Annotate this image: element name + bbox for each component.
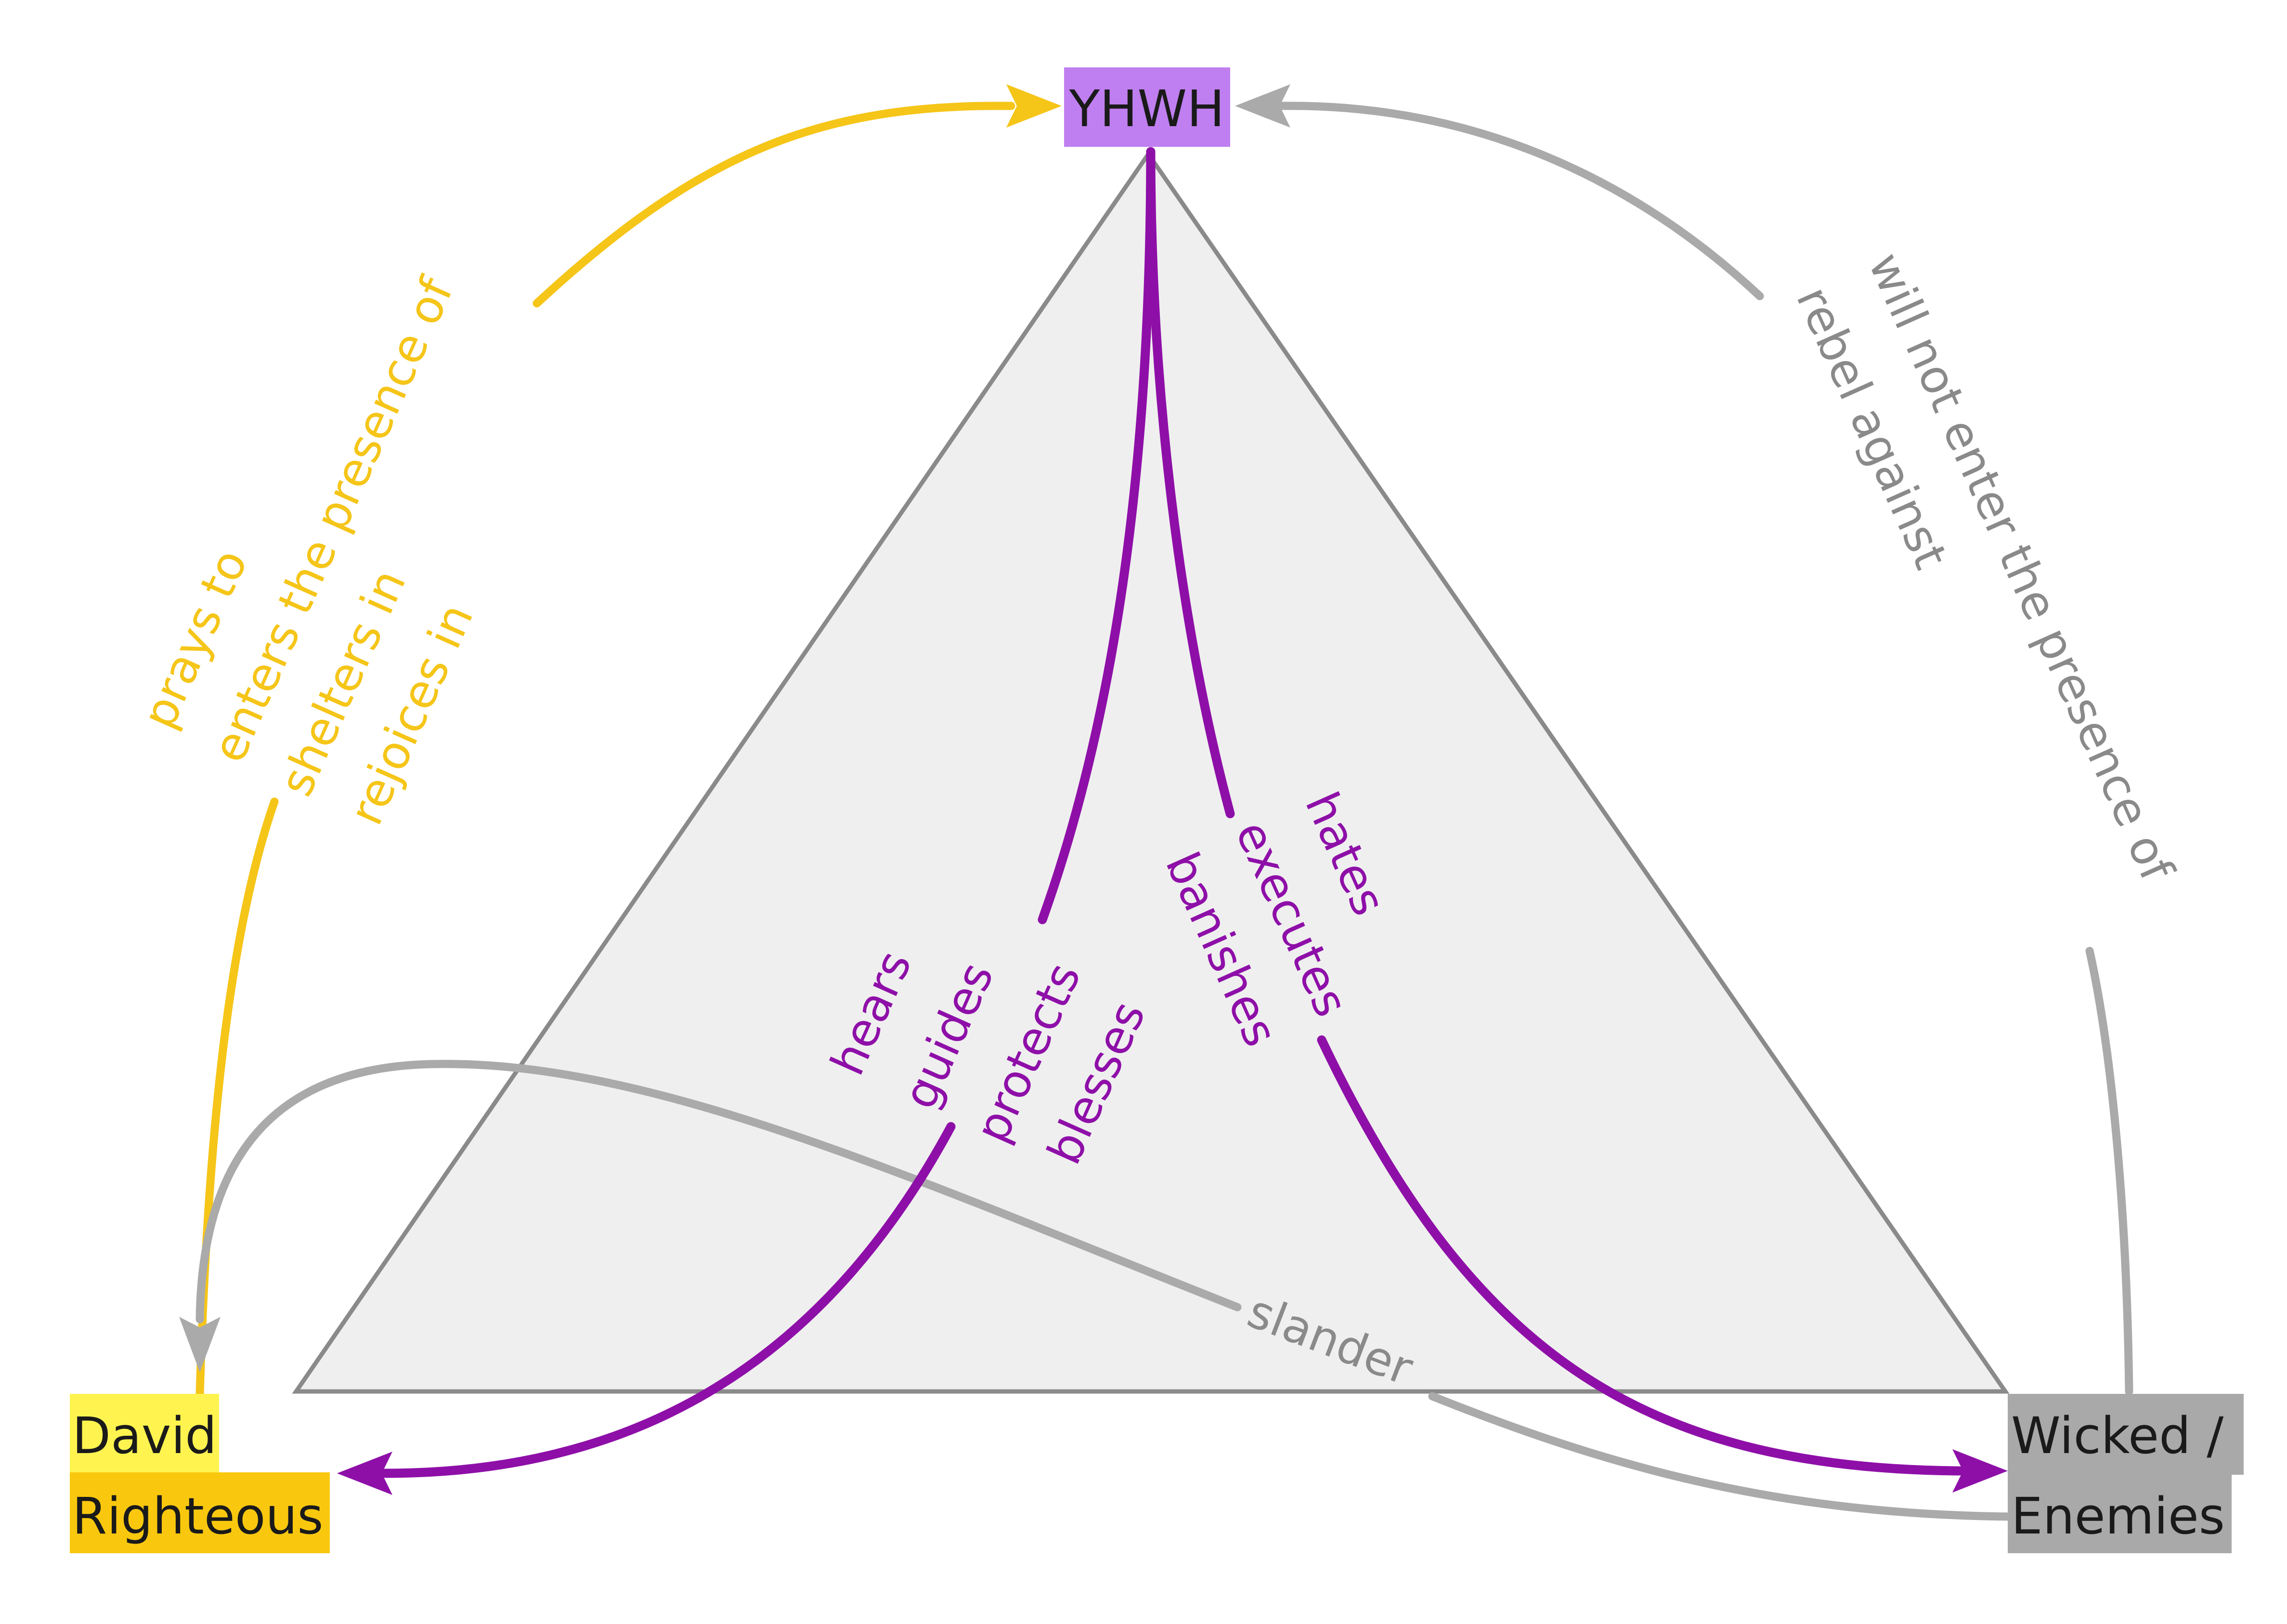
edge-yhwh-to-wicked xyxy=(1146,147,1235,818)
david-node-box xyxy=(70,1394,219,1475)
edge-yhwh-to-righteous xyxy=(1038,147,1156,924)
arrowhead-to-righteous-purple xyxy=(337,1452,392,1495)
yhwh-node-label: YHWH xyxy=(1069,79,1225,138)
enemies-node-label: Enemies xyxy=(2011,1487,2225,1546)
edge-righteous-to-yhwh-upper xyxy=(533,102,1015,308)
edge-slander-lower xyxy=(1428,1392,2014,1521)
wicked-node-label: Wicked / xyxy=(2011,1406,2224,1465)
edge-yhwh-to-wicked-lower xyxy=(1317,1035,1964,1476)
enemies-node-box xyxy=(2008,1472,2232,1553)
edge-righteous-to-yhwh xyxy=(195,797,279,1398)
yhwh-node-box xyxy=(1064,67,1230,147)
righteous-node-box xyxy=(70,1472,330,1553)
righteous-node-label: Righteous xyxy=(72,1487,324,1546)
arrowhead-to-yhwh-yellow xyxy=(1006,84,1062,128)
arrowhead-to-yhwh-gray xyxy=(1235,84,1290,128)
edge-slander-upper xyxy=(195,1060,1242,1324)
edge-wicked-to-yhwh xyxy=(2085,947,2133,1396)
david-node-label: David xyxy=(72,1406,217,1465)
arrowhead-to-righteous-gray xyxy=(179,1317,221,1372)
arrowhead-to-wicked-purple xyxy=(1952,1449,2008,1493)
edge-wicked-to-yhwh-upper xyxy=(1276,102,1764,300)
central-triangle xyxy=(292,150,2010,1394)
wicked-node-box xyxy=(2008,1394,2244,1475)
edge-yhwh-to-righteous-lower xyxy=(380,1122,956,1478)
